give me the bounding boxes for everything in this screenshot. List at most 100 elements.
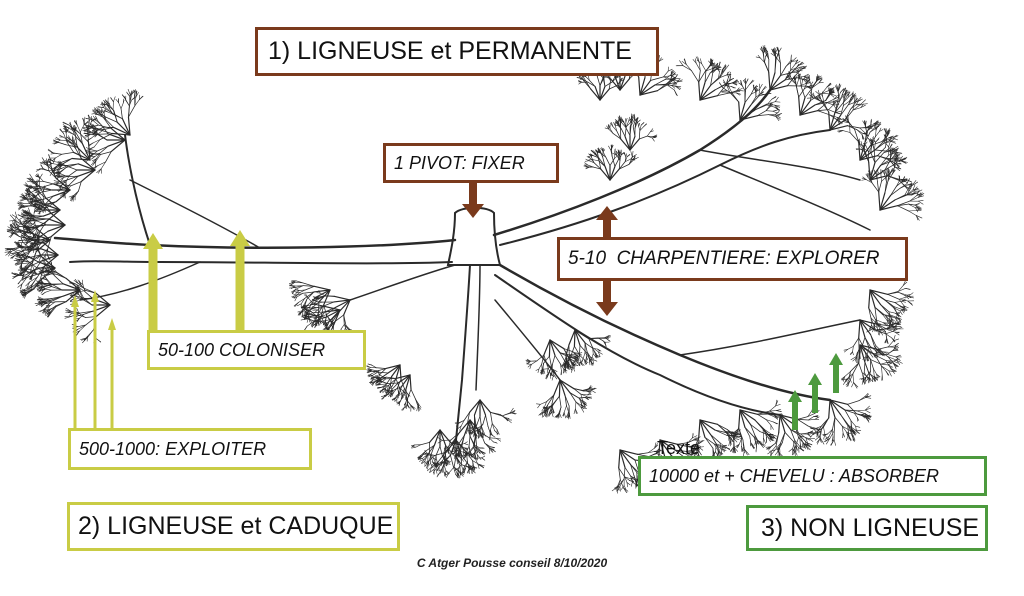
- root-segment: [23, 227, 29, 230]
- root-segment: [861, 179, 867, 181]
- root-segment: [829, 399, 836, 418]
- root-segment: [868, 161, 871, 181]
- root-segment: [118, 102, 122, 109]
- root-segment: [842, 88, 847, 94]
- root-segment: [103, 127, 115, 130]
- root-segment: [73, 126, 76, 131]
- root-segment: [847, 403, 858, 415]
- root-segment: [76, 282, 82, 285]
- root-segment: [78, 181, 82, 192]
- root-segment: [912, 184, 916, 190]
- root-segment: [62, 136, 69, 141]
- root-segment: [864, 413, 869, 419]
- root-segment: [905, 294, 911, 298]
- root-segment: [129, 91, 132, 97]
- root-segment: [863, 379, 866, 385]
- root-segment: [837, 90, 839, 101]
- root-segment: [901, 300, 906, 303]
- root-segment: [749, 79, 754, 85]
- root-segment: [40, 221, 47, 231]
- root-segment: [914, 207, 919, 213]
- root-segment: [879, 199, 896, 211]
- root-segment: [770, 445, 777, 452]
- root-segment: [871, 136, 874, 143]
- root-segment: [794, 59, 798, 65]
- root-segment: [57, 163, 63, 170]
- root-segment: [618, 467, 626, 478]
- root-segment: [860, 414, 866, 419]
- root-segment: [722, 87, 728, 91]
- root-segment: [634, 459, 639, 472]
- root-segment: [704, 436, 714, 449]
- root-segment: [849, 122, 855, 130]
- root-segment: [21, 247, 25, 251]
- root-segment: [797, 418, 809, 427]
- root-segment: [300, 318, 308, 321]
- root-segment: [39, 300, 45, 303]
- root-segment: [798, 437, 805, 445]
- root-segment: [694, 58, 697, 64]
- root-segment: [912, 188, 920, 190]
- root-segment: [842, 93, 845, 99]
- root-segment: [837, 90, 841, 101]
- root-segment: [127, 88, 131, 96]
- root-segment: [689, 443, 699, 448]
- root-segment: [750, 424, 756, 436]
- root-segment: [838, 130, 844, 133]
- root-segment: [808, 432, 815, 435]
- root-segment: [885, 331, 887, 339]
- root-segment: [889, 168, 893, 174]
- root-segment: [822, 96, 825, 104]
- root-segment: [53, 161, 61, 163]
- root-segment: [37, 287, 44, 292]
- root-segment: [78, 312, 86, 318]
- root-segment: [878, 129, 884, 132]
- root-segment: [77, 324, 87, 328]
- root-segment: [20, 196, 26, 200]
- root-segment: [98, 124, 112, 129]
- root-segment: [767, 434, 773, 439]
- root-segment: [771, 96, 777, 100]
- root-segment: [884, 134, 888, 140]
- root-segment: [135, 90, 138, 98]
- root-segment: [76, 308, 80, 314]
- root-segment: [126, 91, 131, 97]
- root-segment: [87, 141, 91, 161]
- root-segment: [36, 254, 42, 260]
- root-segment: [816, 432, 818, 438]
- root-segment: [858, 141, 861, 161]
- root-segment: [705, 65, 711, 72]
- root-segment: [23, 184, 30, 188]
- root-segment: [843, 121, 850, 124]
- root-segment: [313, 316, 326, 322]
- root-segment: [881, 365, 883, 376]
- root-segment: [722, 90, 728, 92]
- root-segment: [874, 353, 888, 356]
- root-segment: [27, 225, 36, 229]
- root-segment: [32, 181, 37, 185]
- root-segment: [908, 203, 916, 206]
- root-segment: [851, 382, 854, 388]
- root-segment: [26, 288, 33, 295]
- root-segment: [857, 141, 863, 146]
- root-segment: [324, 320, 327, 326]
- root-segment: [62, 184, 72, 187]
- root-segment: [670, 76, 676, 80]
- root-segment: [40, 276, 43, 286]
- root-segment: [902, 281, 908, 286]
- root-segment: [83, 335, 88, 342]
- root-segment: [730, 86, 735, 89]
- root-segment: [134, 99, 140, 107]
- root-segment: [842, 96, 849, 104]
- root-segment: [896, 152, 902, 154]
- root-segment: [674, 74, 679, 80]
- root-segment: [73, 190, 79, 197]
- root-segment: [859, 344, 866, 363]
- root-segment: [800, 86, 806, 99]
- root-segment: [647, 447, 655, 454]
- root-segment: [847, 400, 860, 405]
- root-segment: [296, 303, 302, 307]
- root-segment: [38, 194, 45, 203]
- root-segment: [796, 446, 798, 451]
- root-segment: [887, 356, 894, 364]
